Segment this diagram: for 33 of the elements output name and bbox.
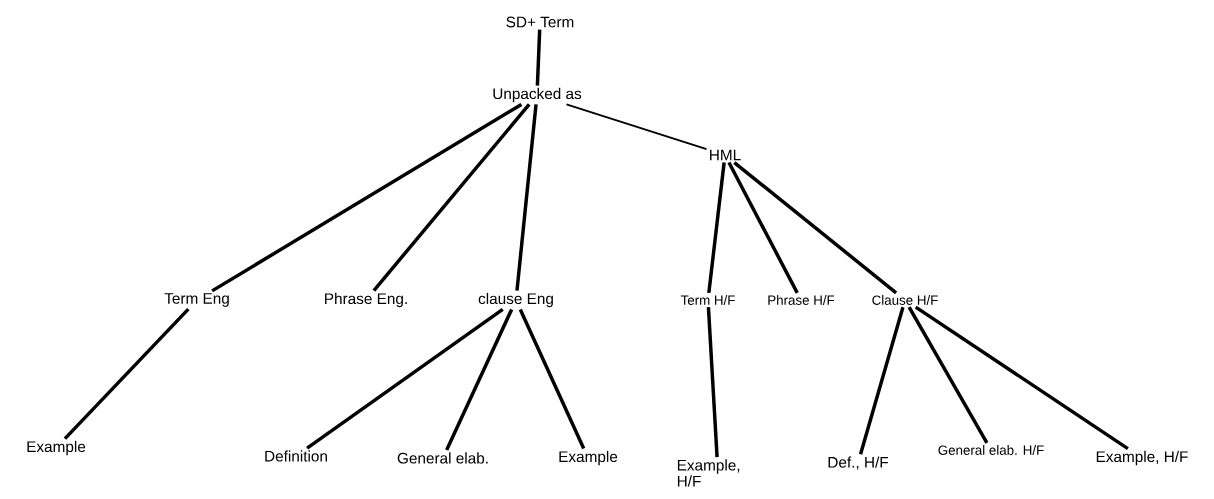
connector-line bbox=[515, 104, 538, 291]
connector-line bbox=[565, 103, 708, 151]
node-label: Def., H/F bbox=[828, 456, 889, 470]
node-label: SD+ Term bbox=[506, 16, 574, 28]
connector-line bbox=[306, 308, 504, 450]
node-label: Example bbox=[27, 440, 86, 456]
connector-line bbox=[372, 103, 531, 292]
node-label: General elab. bbox=[397, 452, 488, 464]
node-label: Term H/F bbox=[680, 295, 735, 305]
connector-line bbox=[211, 102, 523, 293]
node-label: General elab. H/F bbox=[938, 445, 1044, 455]
node-label: Term Eng bbox=[164, 293, 229, 307]
node-label: Example bbox=[559, 450, 618, 466]
connector-line bbox=[706, 307, 719, 458]
connector-line bbox=[63, 307, 190, 440]
connector-line bbox=[727, 161, 799, 294]
node-label: Definition bbox=[265, 450, 327, 462]
node-label: clause Eng bbox=[478, 292, 553, 308]
node-label: HML bbox=[710, 149, 741, 161]
node-label: Phrase Eng. bbox=[325, 292, 407, 308]
connector-line bbox=[907, 306, 989, 444]
node-label: Example, H/F bbox=[1096, 450, 1188, 466]
connector-line bbox=[733, 161, 898, 295]
connector-line bbox=[445, 308, 514, 451]
connector-line bbox=[914, 305, 1129, 451]
connector-line bbox=[518, 308, 586, 450]
node-label: Clause H/F bbox=[872, 295, 938, 305]
node-label: Example, H/F bbox=[677, 459, 740, 487]
connector-line bbox=[858, 306, 905, 455]
node-label: Phrase H/F bbox=[768, 295, 835, 305]
node-label: Unpacked as bbox=[493, 87, 582, 103]
connector-line bbox=[707, 162, 726, 294]
connector-line bbox=[535, 29, 542, 86]
